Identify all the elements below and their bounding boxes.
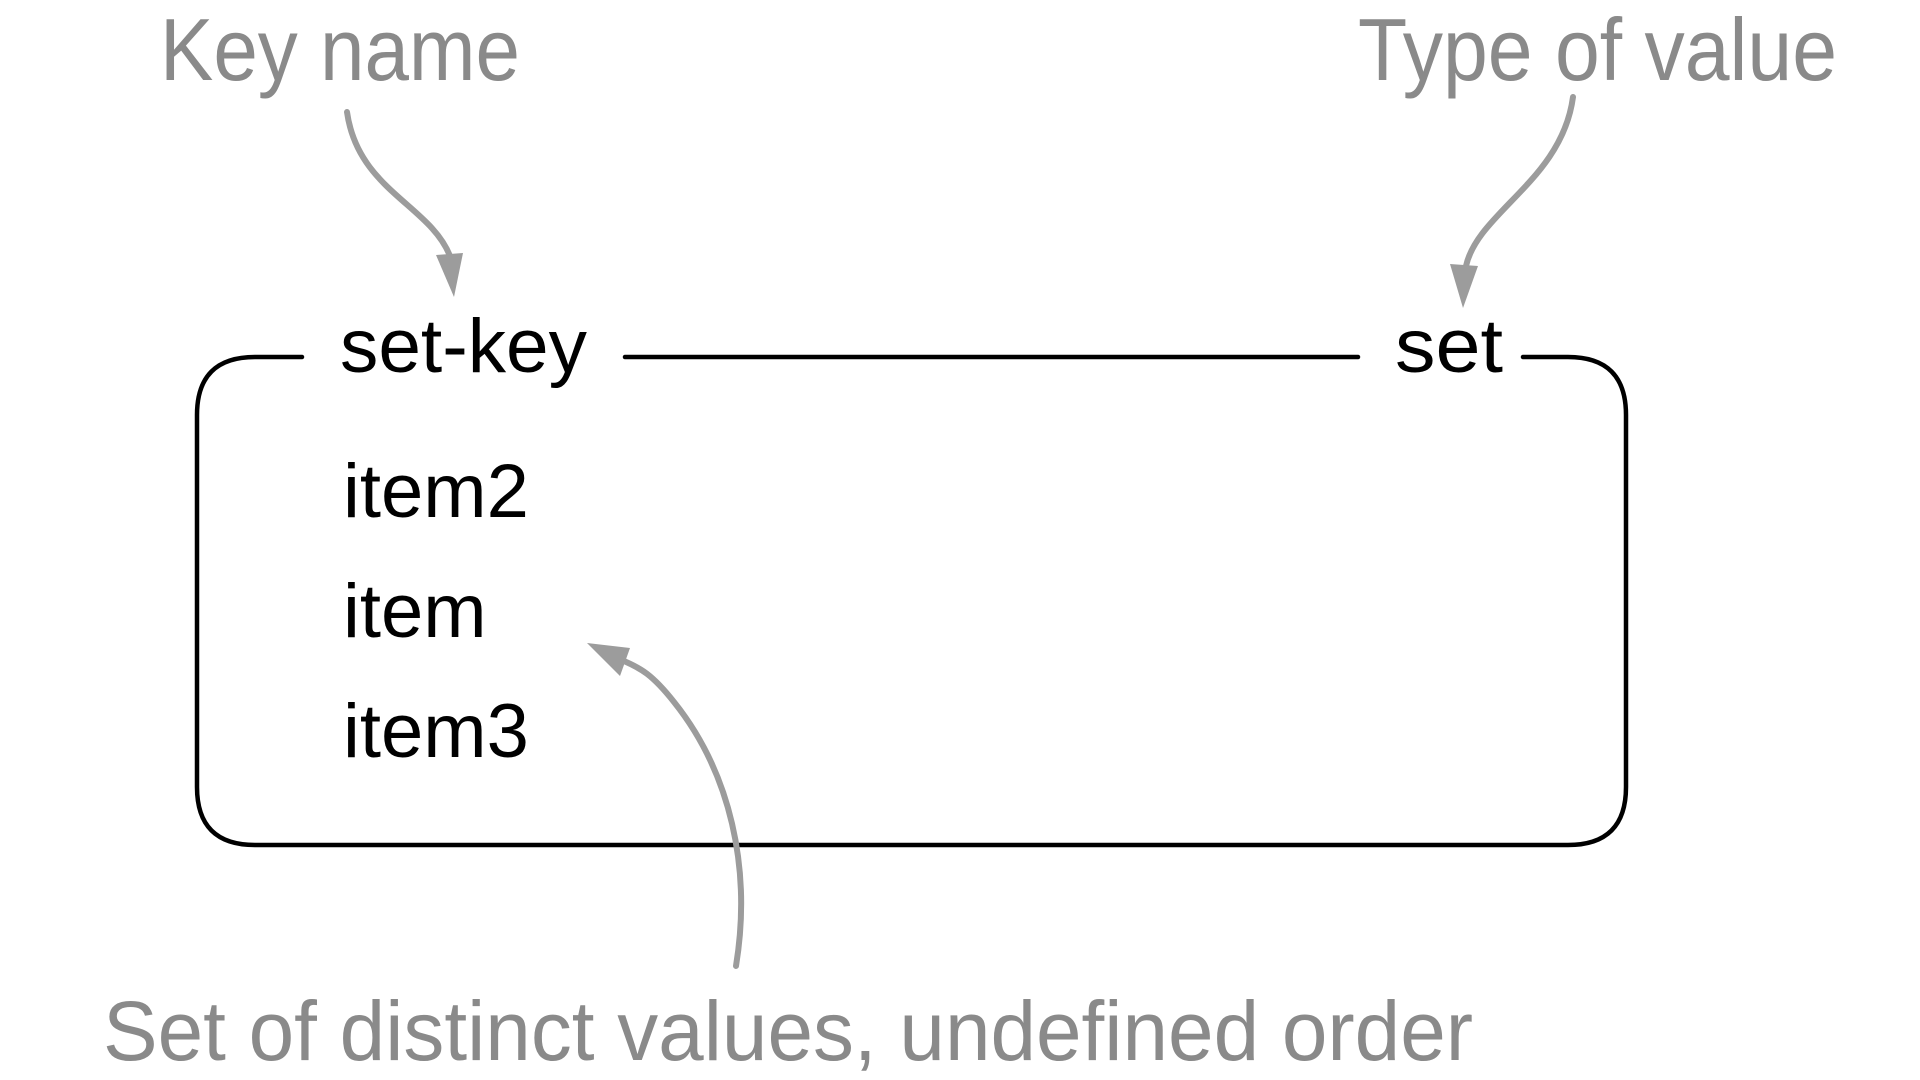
bottom-note-arrowhead-icon xyxy=(587,643,630,676)
key-name-label: Key name xyxy=(160,0,520,99)
set-item: item3 xyxy=(343,689,529,774)
set-item: item xyxy=(343,569,487,654)
type-of-value-label: Type of value xyxy=(1358,0,1837,99)
key-name-arrowhead-icon xyxy=(436,253,463,297)
bottom-note-arrow-curve xyxy=(621,658,745,969)
type-of-value-arrow-curve xyxy=(1463,94,1576,269)
set-box-outline xyxy=(194,354,1629,848)
set-key-label: set-key xyxy=(340,304,587,389)
set-item: item2 xyxy=(343,449,529,534)
set-type-label: set xyxy=(1395,304,1503,389)
type-of-value-arrowhead-icon xyxy=(1450,264,1478,308)
bottom-note-label: Set of distinct values, undefined order xyxy=(103,984,1473,1078)
key-name-arrow-curve xyxy=(344,109,453,259)
